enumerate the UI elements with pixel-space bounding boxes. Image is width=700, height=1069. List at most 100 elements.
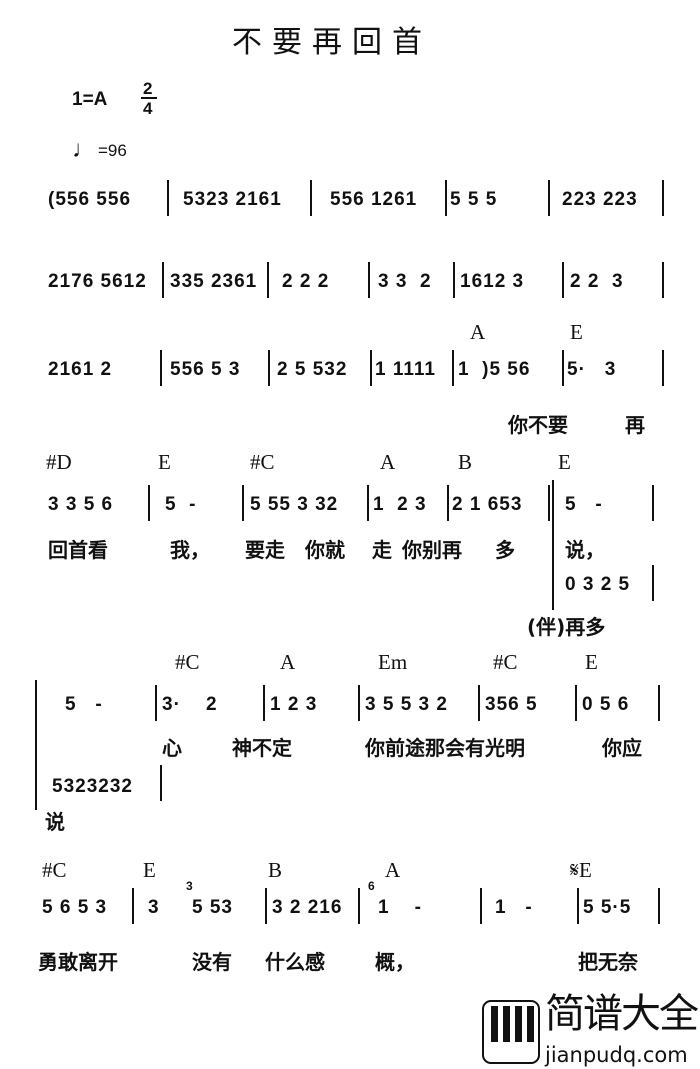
bar-line [662,350,664,386]
tempo-marking: =96 [98,141,127,160]
lyric-text: 你不要 [508,413,568,437]
bar-line [575,685,577,721]
lyric-text: 什么感 [265,950,325,974]
chord-symbol: A [280,650,296,674]
lyric-text: 把无奈 [578,950,638,974]
bar-line [662,180,664,216]
grace-note: 6 [368,879,376,893]
chord-symbol: E [570,320,583,344]
bar-line [148,485,150,521]
chord-symbol: #D [46,450,72,474]
note-group: 1 2 3 [373,494,427,515]
lyric-text: 回首看 [48,538,108,562]
note-group: 5323 2161 [183,189,282,210]
bar-line [478,685,480,721]
chord-symbol: E [158,450,171,474]
lyric-text: 没有 [192,950,232,974]
chord-symbol: A [380,450,396,474]
bar-line [358,685,360,721]
piano-keys-icon [482,1000,540,1064]
time-signature-denominator: 4 [143,99,153,118]
bar-line [267,262,269,298]
note-group: 556 1261 [330,189,418,210]
note-group: 2176 5612 [48,271,147,292]
time-signature-numerator: 2 [143,79,153,98]
lyric-text: 概， [375,950,415,974]
bar-line [562,350,564,386]
note-group: 5 53 [192,897,233,918]
note-group: 5 5 5 [450,189,498,210]
lyric-text: 再 [625,413,645,437]
note-group: 3 [148,897,160,918]
note-group: 2 1 653 [452,494,523,515]
note-group: 3 3 5 6 [48,494,114,515]
note-group: 1 - [378,897,423,918]
lyric-text: 勇敢离开 [38,950,118,974]
lyric-text: 多 [495,538,515,562]
bar-line [562,262,564,298]
bar-line [268,350,270,386]
bar-line [577,888,579,924]
note-group: 1 - [495,897,533,918]
bar-line [370,350,372,386]
chord-symbol: E [585,650,598,674]
bar-line [658,888,660,924]
bar-line [310,180,312,216]
chord-symbol: A [470,320,486,344]
lyric-text: 你就 [305,538,345,562]
lyric-text: 说 [45,810,65,834]
note-group: 1 )5 56 [458,359,531,380]
note-group: 5 6 5 3 [42,897,108,918]
bar-line [367,485,369,521]
note-group: 2 2 2 [282,271,330,292]
bar-line [160,350,162,386]
lyric-text: 走 [372,538,392,562]
chord-symbol: E [558,450,571,474]
lyric-text: 你别再 [402,538,462,562]
bar-line [548,485,550,521]
lyric-text: 你应 [602,736,642,760]
bar-line [480,888,482,924]
key-signature: 1=A [72,89,108,110]
song-title: 不要再回首 [232,25,432,60]
note-group: 0 3 2 5 [565,574,631,595]
bar-line [160,765,162,801]
note-group: (556 556 [48,189,132,210]
note-group: 1 2 3 [270,694,318,715]
note-group: 5 - [565,494,603,515]
chord-symbol: B [268,858,283,882]
note-group: 5 - [65,694,103,715]
bar-line [652,565,654,601]
lyric-text: 要走 [245,538,285,562]
bar-line [452,350,454,386]
note-group: 5 - [165,494,197,515]
bar-line [167,180,169,216]
note-group: 335 2361 [170,271,258,292]
lyric-text: 心 [162,736,182,760]
bar-line [662,262,664,298]
bar-line [368,262,370,298]
volta-bracket [35,680,37,810]
bar-line [155,685,157,721]
chord-symbol: #C [175,650,200,674]
volta-bracket [552,480,554,610]
note-group: 0 5 6 [582,694,630,715]
chord-symbol: B [458,450,473,474]
bar-line [132,888,134,924]
lyric-text: 说， [565,538,605,562]
note-group: 2 2 3 [570,271,624,292]
bar-line [162,262,164,298]
lyric-text: (伴)再多 [527,615,606,639]
note-group: 223 223 [562,189,638,210]
logo-text: 简谱大全 [545,991,699,1037]
bar-line [447,485,449,521]
note-group: 3 2 216 [272,897,343,918]
time-signature-line [141,97,157,99]
bar-line [453,262,455,298]
note-group: 3· 2 [162,694,218,715]
chord-symbol: #C [493,650,518,674]
logo-url: jianpudq.com [545,1043,688,1067]
chord-symbol: #C [42,858,67,882]
note-group: 556 5 3 [170,359,241,380]
